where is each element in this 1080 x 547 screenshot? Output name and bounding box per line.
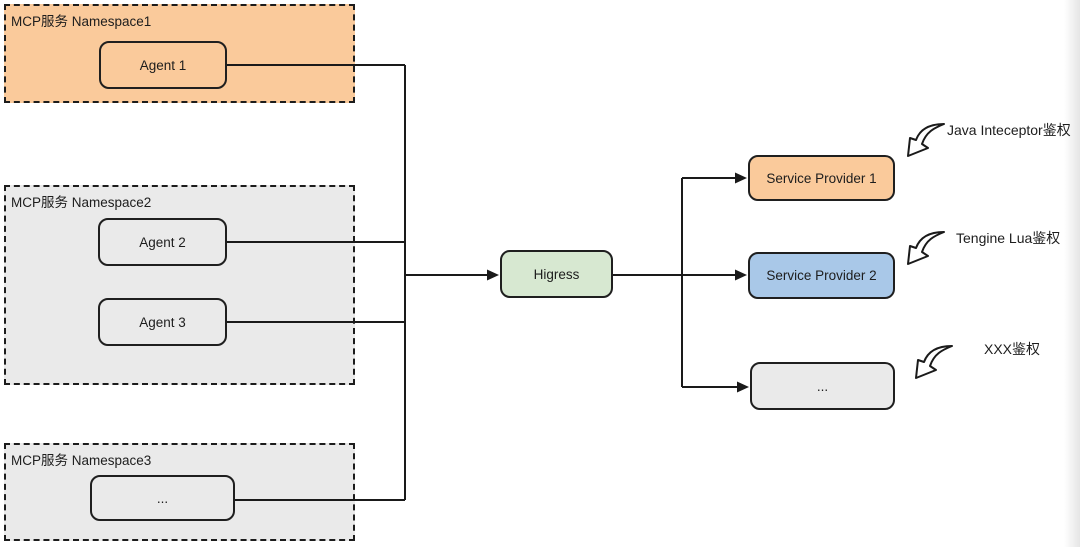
namespace-3-title: MCP服务 Namespace3 (11, 453, 152, 468)
namespace-2-title: MCP服务 Namespace2 (11, 195, 152, 210)
annotation-xxx: XXX鉴权 (984, 341, 1041, 357)
node-higress: Higress (500, 250, 613, 298)
namespace-mcp-1: MCP服务 Namespace1 Agent 1 (4, 4, 355, 103)
curved-arrow-icon (915, 345, 953, 379)
arrowhead-provider1 (735, 172, 747, 184)
node-agent-3-label: Agent 3 (139, 314, 186, 330)
node-service-provider-ellipsis-label: ... (816, 378, 829, 394)
curved-arrow-icon (907, 231, 945, 265)
annotation-tengine-lua: Tengine Lua鉴权 (956, 230, 1061, 246)
node-service-provider-1-label: Service Provider 1 (766, 170, 877, 186)
node-agent-ellipsis-label: ... (156, 490, 169, 506)
node-service-provider-2-label: Service Provider 2 (766, 268, 877, 283)
node-service-provider-2: Service Provider 2 (748, 252, 895, 299)
node-service-provider-1: Service Provider 1 (748, 155, 895, 201)
node-agent-2: Agent 2 (98, 218, 227, 266)
node-agent-3: Agent 3 (98, 298, 227, 346)
namespace-mcp-2: MCP服务 Namespace2 Agent 2 Agent 3 (4, 185, 355, 385)
screenshot-edge-shadow (1064, 0, 1080, 547)
node-higress-label: Higress (533, 266, 580, 282)
arrowhead-higress (487, 269, 499, 281)
node-agent-1: Agent 1 (99, 41, 227, 89)
arrowhead-provider-ellipsis (737, 381, 749, 393)
arrowhead-provider2 (735, 269, 747, 281)
namespace-mcp-3: MCP服务 Namespace3 ... (4, 443, 355, 541)
namespace-1-title: MCP服务 Namespace1 (11, 14, 152, 29)
node-agent-2-label: Agent 2 (139, 234, 186, 250)
curved-arrow-icon (907, 123, 945, 157)
node-service-provider-ellipsis: ... (750, 362, 895, 410)
annotation-java-interceptor: Java Inteceptor鉴权 (947, 122, 1071, 138)
node-agent-ellipsis: ... (90, 475, 235, 521)
node-agent-1-label: Agent 1 (139, 57, 187, 73)
